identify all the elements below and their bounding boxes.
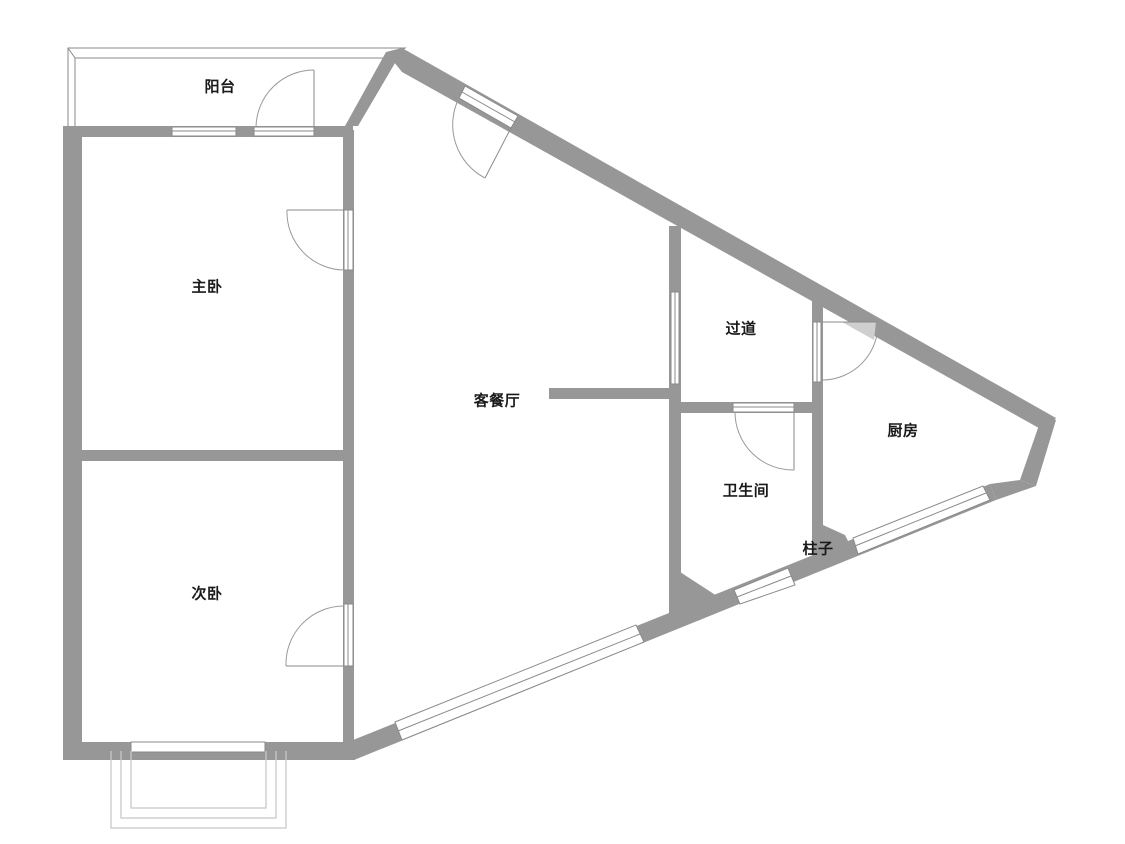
room-label-balcony: 阳台: [204, 77, 236, 96]
bathroom-window: [733, 567, 796, 605]
room-label-master-bedroom: 主卧: [191, 277, 223, 296]
room-label-second-bedroom: 次卧: [191, 584, 223, 603]
second-bedroom-bay-window: [110, 741, 287, 829]
exterior-walls: [63, 48, 1056, 760]
windows: [110, 126, 991, 829]
balcony-window: [171, 126, 237, 137]
kitchen-door: [812, 321, 879, 383]
room-label-bathroom: 卫生间: [722, 481, 770, 500]
corridor-door: [670, 291, 680, 385]
balcony-door: [253, 69, 315, 137]
interior-walls: [80, 130, 855, 760]
living-room-north-door: [452, 85, 519, 179]
room-label-kitchen: 厨房: [887, 421, 919, 440]
pillar: [812, 520, 855, 568]
second-bedroom-door: [285, 603, 354, 667]
room-label-living-dining: 客餐厅: [473, 391, 521, 410]
room-label-pillar: 柱子: [802, 539, 834, 558]
room-label-corridor: 过道: [725, 319, 757, 338]
master-bedroom-door: [286, 209, 354, 271]
bathroom-door: [732, 402, 795, 471]
doors: [253, 69, 879, 667]
kitchen-window: [852, 485, 991, 555]
living-room-south-window: [394, 624, 645, 741]
